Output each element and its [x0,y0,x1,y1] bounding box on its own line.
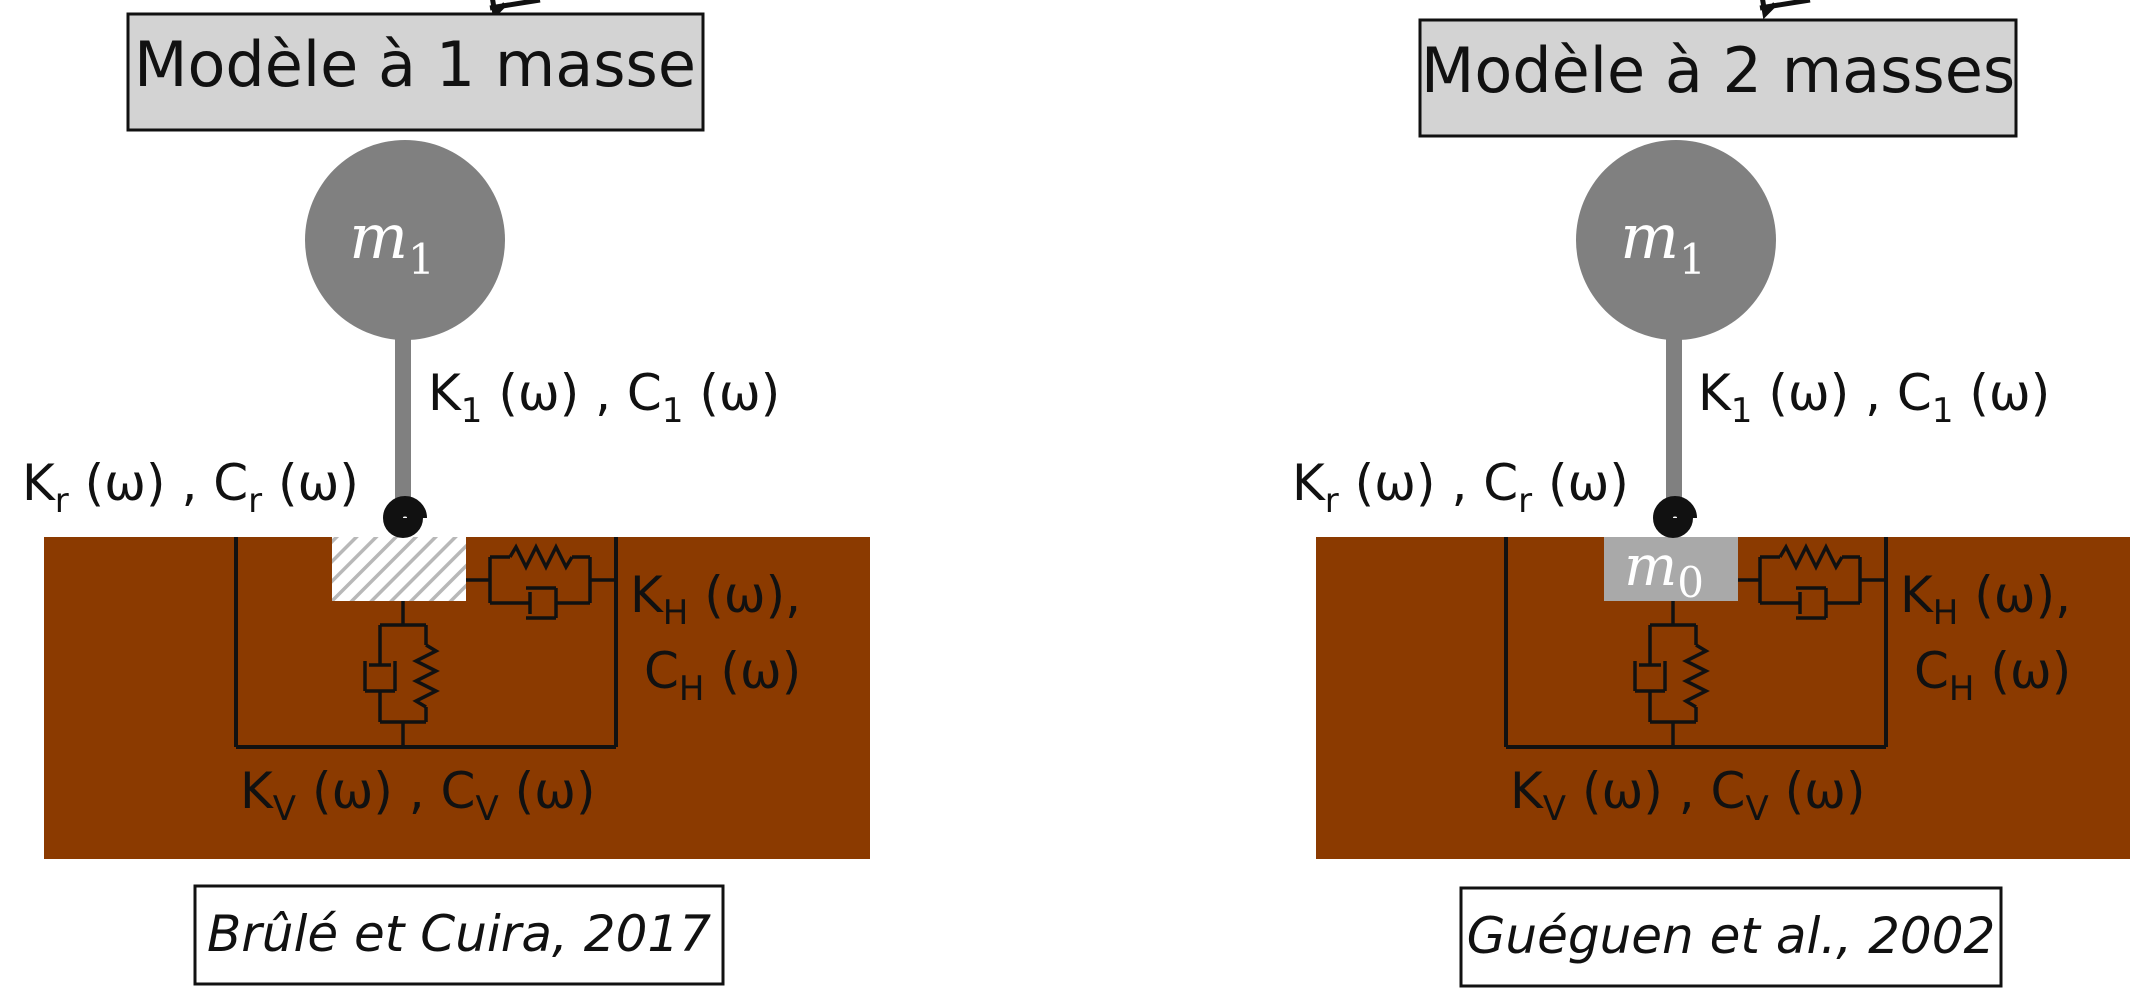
kv-cv-label: KV (ω) , CV (ω) [240,762,596,829]
arrow-stub [489,0,541,11]
base-mass [1604,537,1738,601]
top-mass-label: m1 [1620,200,1706,284]
foundation-hatched [332,537,466,601]
kv-cv-label: KV (ω) , CV (ω) [1510,762,1866,829]
kh-label: KH (ω), [1900,566,2071,633]
k1-c1-label: K1 (ω) , C1 (ω) [1698,364,2050,431]
model-1-mass: Modèle à 1 masse m1 [22,0,870,986]
title-box [126,12,705,132]
ch-label: CH (ω) [644,642,801,709]
top-mass [305,140,505,340]
arrowhead-icon [490,0,507,20]
model-title: Modèle à 1 masse [134,28,696,101]
kr-cr-label: Kr (ω) , Cr (ω) [1292,454,1629,521]
kr-cr-label: Kr (ω) , Cr (ω) [22,454,359,521]
model-title: Modèle à 2 masses [1421,34,2015,107]
vertical-spring-dashpot-icon [1633,601,1710,747]
arrow-stub [1759,0,1811,11]
arrowhead-icon [1760,0,1777,20]
horizontal-spring-dashpot-icon [1738,543,1886,620]
boundary-frame [234,537,618,749]
reference-citation: Brûlé et Cuira, 2017 [207,905,711,963]
horizontal-spring-dashpot-icon [466,543,616,620]
reference-box [1459,886,2003,988]
k1-c1-label: K1 (ω) , C1 (ω) [428,364,780,431]
column [395,325,411,517]
model-2-masses: Modèle à 2 masses m1 m0 [1292,0,2130,988]
ch-label: CH (ω) [1914,642,2071,709]
boundary-frame [1504,537,1888,749]
column [1666,325,1682,517]
base-mass-label: m0 [1624,534,1704,607]
top-mass-label: m1 [349,200,435,284]
top-mass [1576,140,1776,340]
reference-citation: Guéguen et al., 2002 [1467,907,1996,965]
title-box [1418,18,2018,138]
vertical-spring-dashpot-icon [363,601,440,747]
kh-label: KH (ω), [630,566,801,633]
reference-box [193,884,725,986]
